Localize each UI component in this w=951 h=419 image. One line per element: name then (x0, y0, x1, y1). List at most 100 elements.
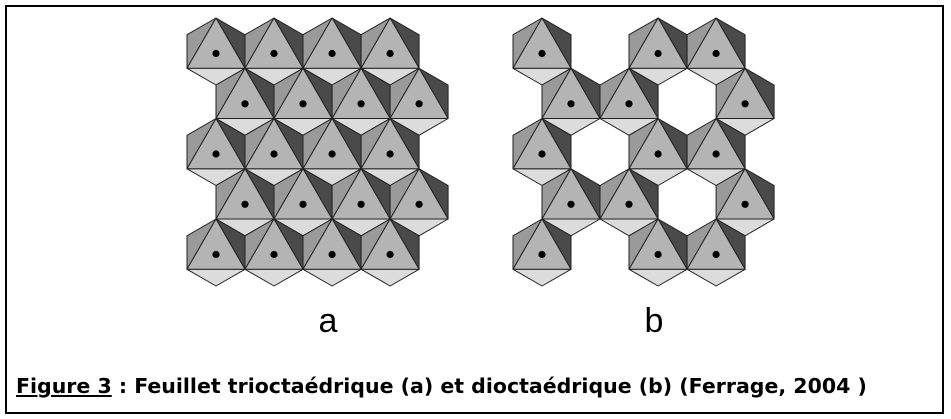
octahedron-bottom-face (244, 268, 304, 287)
cation-dot (270, 150, 278, 158)
octahedron (599, 168, 659, 237)
cation-dot (654, 49, 662, 58)
octahedron-center-face (628, 17, 688, 69)
octahedron-bottom-face (628, 268, 688, 287)
octahedron (541, 168, 601, 237)
octahedron-center-face (273, 67, 333, 119)
octahedron-bottom-face (686, 268, 746, 287)
octahedron-center-face (360, 218, 420, 270)
octahedron-center-face (512, 218, 572, 270)
cation-dot (538, 49, 546, 58)
cation-dot (712, 250, 720, 259)
octahedron (686, 218, 746, 287)
octahedron-center-face (215, 168, 275, 220)
octahedron-center-face (186, 118, 246, 170)
cation-dot (328, 150, 336, 158)
octahedron (273, 168, 333, 237)
dioctahedral-sheet-svg (512, 17, 775, 287)
dioctahedral-sheet-diagram (510, 14, 792, 294)
octahedron-center-face (244, 17, 304, 69)
cation-dot (538, 150, 546, 158)
cation-dot (415, 200, 423, 208)
octahedron-center-face (302, 17, 362, 69)
cation-dot (270, 49, 278, 58)
octahedron (389, 168, 449, 237)
octahedron (512, 118, 572, 186)
cation-dot (270, 250, 278, 259)
octahedron-center-face (302, 118, 362, 170)
octahedron-center-face (215, 67, 275, 119)
cation-dot (415, 100, 423, 108)
octahedron (628, 118, 688, 186)
cation-dot (741, 100, 749, 108)
octahedron-center-face (186, 17, 246, 69)
octahedron (360, 218, 420, 287)
octahedron (628, 17, 688, 86)
octahedron-center-face (186, 218, 246, 270)
octahedron-center-face (512, 118, 572, 170)
octahedron-center-face (686, 17, 746, 69)
octahedron-bottom-face (186, 268, 246, 287)
octahedron-center-face (628, 218, 688, 270)
figure-caption: Figure 3 : Feuillet trioctaédrique (a) e… (16, 374, 867, 398)
cation-dot (212, 150, 220, 158)
octahedron (186, 17, 246, 86)
cation-dot (741, 200, 749, 208)
caption-text: : Feuillet trioctaédrique (a) et dioctaé… (111, 374, 867, 398)
octahedron-center-face (541, 67, 601, 119)
octahedron (302, 118, 362, 186)
octahedron-center-face (541, 168, 601, 220)
octahedron (186, 118, 246, 186)
octahedron (686, 17, 746, 86)
figure-frame (5, 5, 944, 414)
cation-dot (567, 100, 575, 108)
cation-dot (567, 200, 575, 208)
cation-dot (654, 150, 662, 158)
octahedron (186, 218, 246, 287)
octahedron-center-face (244, 218, 304, 270)
cation-dot (712, 49, 720, 58)
octahedron-center-face (331, 168, 391, 220)
octahedron-bottom-face (360, 268, 420, 287)
cation-dot (625, 200, 633, 208)
octahedron-center-face (389, 168, 449, 220)
cation-dot (654, 250, 662, 259)
octahedron-center-face (244, 118, 304, 170)
octahedron-center-face (686, 218, 746, 270)
octahedron (389, 67, 449, 136)
octahedron (244, 118, 304, 186)
cation-dot (299, 200, 307, 208)
octahedron (360, 118, 420, 186)
octahedron-center-face (512, 17, 572, 69)
octahedron-center-face (715, 67, 775, 119)
octahedron-center-face (360, 17, 420, 69)
panel-label-a: a (318, 302, 338, 340)
cation-dot (357, 200, 365, 208)
octahedron (302, 218, 362, 287)
octahedron-center-face (599, 168, 659, 220)
octahedron-center-face (273, 168, 333, 220)
cation-dot (328, 49, 336, 58)
octahedron-center-face (628, 118, 688, 170)
octahedron (686, 118, 746, 186)
octahedron-center-face (360, 118, 420, 170)
octahedron (599, 67, 659, 136)
trioctahedral-sheet-svg (186, 17, 449, 287)
trioctahedral-sheet-diagram (184, 14, 466, 294)
cation-dot (328, 250, 336, 259)
cation-dot (241, 100, 249, 108)
cation-dot (712, 150, 720, 158)
panel-label-b: b (644, 302, 664, 340)
figure-number: Figure 3 (16, 374, 112, 398)
octahedron-center-face (389, 67, 449, 119)
cation-dot (241, 200, 249, 208)
octahedron (512, 218, 572, 287)
octahedron (215, 168, 275, 237)
octahedron (512, 17, 572, 86)
cation-dot (357, 100, 365, 108)
octahedron (331, 168, 391, 237)
octahedron-center-face (715, 168, 775, 220)
cation-dot (625, 100, 633, 108)
octahedron-center-face (599, 67, 659, 119)
octahedron-center-face (686, 118, 746, 170)
